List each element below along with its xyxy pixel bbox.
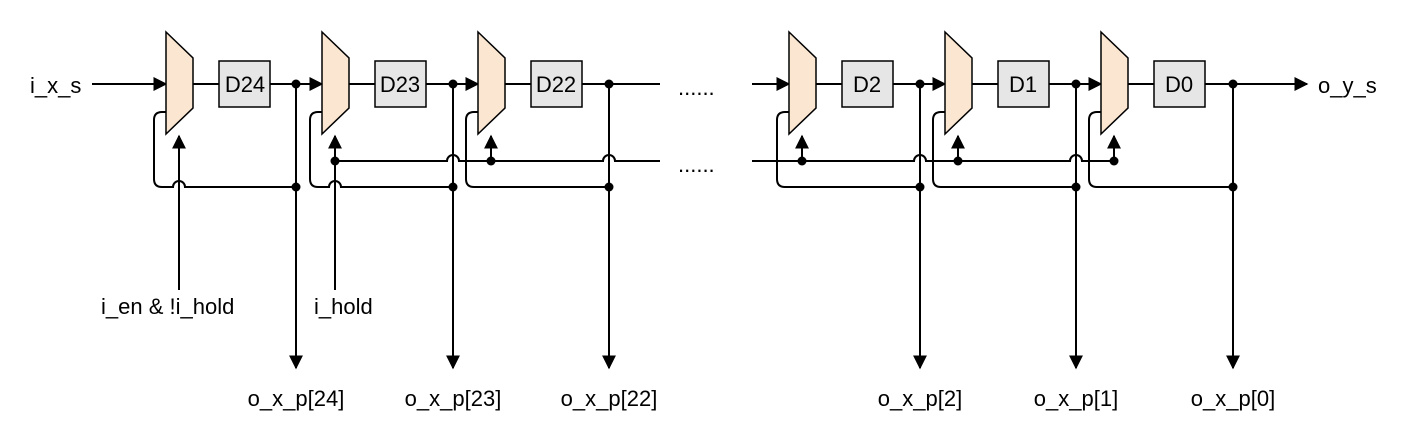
output-junction-main-24 — [291, 79, 301, 89]
ellipsis-top: ...... — [678, 75, 715, 100]
parallel-output-label-1: o_x_p[1] — [1034, 386, 1118, 411]
parallel-output-label-24: o_x_p[24] — [248, 386, 345, 411]
register-d22 — [530, 60, 583, 108]
hold-junction-1 — [953, 156, 963, 166]
feedback-wire-2 — [776, 111, 920, 188]
feedback-wire-1 — [932, 111, 1076, 188]
serial-input-label: i_x_s — [30, 73, 81, 98]
hold-junction-23 — [330, 156, 340, 166]
register-d2 — [841, 60, 894, 108]
mux-0 — [1100, 30, 1129, 136]
feedback-wire-24 — [153, 111, 296, 188]
hold-junction-22 — [486, 156, 496, 166]
register-label-d22: D22 — [536, 72, 576, 97]
output-junction-feedback-23 — [448, 182, 458, 192]
feedback-wire-0 — [1088, 111, 1233, 188]
hold-bus-left — [335, 154, 660, 162]
mux-2 — [788, 30, 817, 136]
output-junction-main-0 — [1228, 79, 1238, 89]
output-junction-main-22 — [604, 79, 614, 89]
register-label-d2: D2 — [853, 72, 881, 97]
shapes — [165, 30, 1238, 192]
register-d24 — [218, 60, 271, 108]
hold-junction-0 — [1109, 156, 1119, 166]
output-junction-feedback-1 — [1071, 182, 1081, 192]
hold-bus-right — [752, 154, 1114, 162]
enable-label: i_en & !i_hold — [101, 294, 234, 319]
mux-1 — [944, 30, 973, 136]
register-label-d1: D1 — [1009, 72, 1037, 97]
register-d23 — [374, 60, 427, 108]
hold-junction-2 — [797, 156, 807, 166]
output-junction-feedback-22 — [604, 182, 614, 192]
parallel-output-label-22: o_x_p[22] — [561, 386, 658, 411]
output-junction-feedback-0 — [1228, 182, 1238, 192]
register-label-d24: D24 — [225, 72, 265, 97]
feedback-wire-23 — [309, 111, 453, 188]
parallel-output-label-23: o_x_p[23] — [405, 386, 502, 411]
output-junction-feedback-2 — [915, 182, 925, 192]
register-label-d23: D23 — [380, 72, 420, 97]
wires — [92, 77, 1309, 370]
parallel-output-label-0: o_x_p[0] — [1191, 386, 1275, 411]
serial-output-label: o_y_s — [1318, 73, 1377, 98]
register-d0 — [1153, 60, 1206, 108]
parallel-output-label-2: o_x_p[2] — [878, 386, 962, 411]
feedback-wire-22 — [465, 111, 609, 188]
register-label-d0: D0 — [1165, 72, 1193, 97]
output-junction-feedback-24 — [291, 182, 301, 192]
mux-23 — [321, 30, 350, 136]
ellipsis-bottom: ...... — [678, 152, 715, 177]
register-d1 — [997, 60, 1050, 108]
output-junction-main-2 — [915, 79, 925, 89]
output-junction-main-1 — [1071, 79, 1081, 89]
hold-label: i_hold — [314, 294, 373, 319]
output-junction-main-23 — [448, 79, 458, 89]
mux-24 — [165, 30, 194, 136]
mux-22 — [477, 30, 506, 136]
